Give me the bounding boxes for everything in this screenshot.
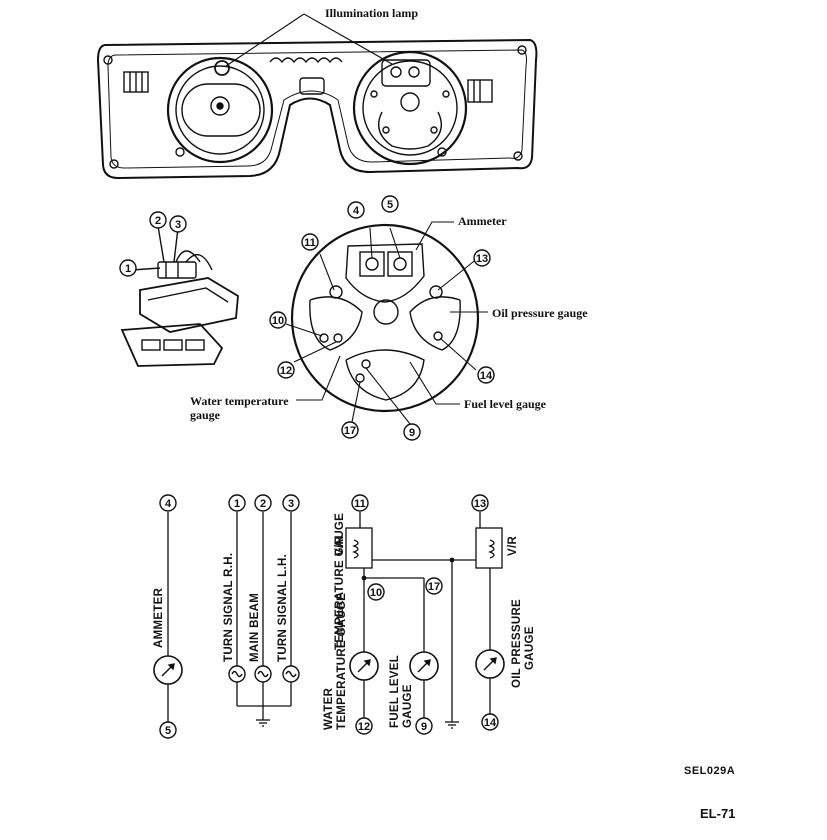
schematic-turn-signal-rh-label: TURN SIGNAL R.H. bbox=[223, 553, 235, 662]
callout-13: 13 bbox=[471, 494, 489, 512]
callout-number: 14 bbox=[480, 370, 493, 382]
callout-9: 9 bbox=[415, 717, 433, 735]
callout-number: 13 bbox=[474, 498, 486, 510]
ammeter-label: Ammeter bbox=[458, 214, 507, 228]
schematic-water-temp-top-label: TEMPERATURE GAUGE bbox=[334, 513, 346, 650]
callout-3: 3 bbox=[282, 494, 300, 512]
callout-14: 14 bbox=[477, 366, 495, 384]
callout-number: 12 bbox=[280, 365, 292, 377]
callout-2: 2 bbox=[254, 494, 272, 512]
schematic-fuel-label-line1: FUEL LEVEL bbox=[389, 655, 401, 728]
callout-1: 1 bbox=[228, 494, 246, 512]
callout-5: 5 bbox=[159, 721, 177, 739]
callout-number: 2 bbox=[260, 498, 266, 510]
schematic-ammeter-label: AMMETER bbox=[153, 587, 165, 648]
callout-9: 9 bbox=[403, 423, 421, 441]
callout-number: 17 bbox=[344, 425, 356, 437]
callout-number: 2 bbox=[155, 215, 161, 227]
schematic-fuel-label-line2: GAUGE bbox=[402, 684, 414, 728]
callout-number: 11 bbox=[354, 498, 366, 510]
callout-number: 4 bbox=[165, 498, 172, 510]
callout-number: 1 bbox=[125, 263, 131, 275]
callout-number: 13 bbox=[476, 253, 488, 265]
callout-4: 4 bbox=[159, 494, 177, 512]
callout-number: 9 bbox=[421, 721, 427, 733]
schematic-vr-right-label: V/R bbox=[507, 536, 519, 556]
callout-number: 3 bbox=[288, 498, 294, 510]
schematic-main-beam-label: MAIN BEAM bbox=[249, 593, 261, 662]
schematic-vr-left-label: V/R bbox=[334, 536, 346, 556]
callout-3: 3 bbox=[169, 215, 187, 233]
schematic-turn-signal-lh-label: TURN SIGNAL L.H. bbox=[277, 554, 289, 662]
callout-number: 10 bbox=[370, 587, 382, 599]
callout-17: 17 bbox=[425, 577, 443, 595]
callout-4: 4 bbox=[347, 201, 365, 219]
schematic-wiring bbox=[167, 512, 503, 729]
callout-number: 5 bbox=[165, 725, 171, 737]
callout-number: 12 bbox=[358, 721, 370, 733]
schematic-water-label-line2: TEMPERATURE GAUGE bbox=[336, 593, 348, 730]
callout-5: 5 bbox=[381, 195, 399, 213]
callout-11: 11 bbox=[351, 494, 369, 512]
gauge-back-drawing bbox=[285, 221, 488, 425]
callout-17: 17 bbox=[341, 421, 359, 439]
callout-number: 4 bbox=[353, 205, 360, 217]
callout-14: 14 bbox=[481, 713, 499, 731]
water-temperature-label-line2: gauge bbox=[190, 408, 221, 422]
callout-11: 11 bbox=[301, 233, 319, 251]
callout-number: 17 bbox=[428, 581, 440, 593]
callout-12: 12 bbox=[355, 717, 373, 735]
callout-1: 1 bbox=[119, 259, 137, 277]
callout-12: 12 bbox=[277, 361, 295, 379]
water-temperature-label-line1: Water temperature bbox=[190, 394, 289, 408]
callout-number: 5 bbox=[387, 199, 393, 211]
oil-pressure-gauge-label: Oil pressure gauge bbox=[492, 306, 588, 320]
callout-10: 10 bbox=[269, 311, 287, 329]
fuel-level-gauge-label: Fuel level gauge bbox=[464, 397, 547, 411]
callout-number: 10 bbox=[272, 315, 284, 327]
schematic-water-label-line1: WATER bbox=[323, 687, 335, 730]
schematic-oil-label-line1: OIL PRESSURE bbox=[511, 599, 523, 688]
callout-10: 10 bbox=[367, 583, 385, 601]
schematic-gauge-symbols bbox=[153, 649, 505, 685]
callout-number: 3 bbox=[175, 219, 181, 231]
callout-number: 9 bbox=[409, 427, 415, 439]
callout-2: 2 bbox=[149, 211, 167, 229]
page-number: EL-71 bbox=[700, 806, 735, 821]
callout-number: 1 bbox=[234, 498, 240, 510]
illumination-lamp-label: Illumination lamp bbox=[325, 6, 418, 20]
instrument-panel-drawing bbox=[96, 13, 538, 180]
schematic-oil-label-line2: GAUGE bbox=[524, 626, 536, 670]
connector-drawing bbox=[120, 225, 239, 367]
callout-13: 13 bbox=[473, 249, 491, 267]
figure-code: SEL029A bbox=[684, 765, 735, 777]
callout-number: 14 bbox=[484, 717, 497, 729]
callout-number: 11 bbox=[304, 237, 316, 249]
